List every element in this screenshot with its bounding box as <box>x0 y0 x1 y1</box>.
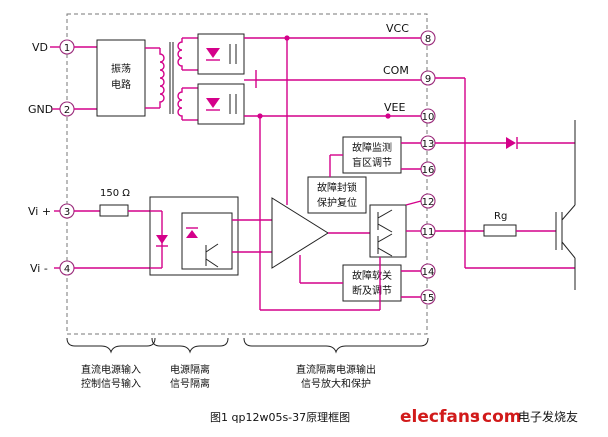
pin-label: GND <box>28 103 53 116</box>
pin-14: 14 <box>420 263 436 279</box>
pin-16: 16 <box>420 161 436 177</box>
transformer-icon <box>145 37 198 121</box>
pin-number: 4 <box>64 264 70 275</box>
pin-number: 16 <box>422 165 435 176</box>
pin-vi-minus: Vi - 4 <box>30 260 75 276</box>
group-2-line1: 电源隔离 <box>170 363 210 376</box>
soft-off-block: 故障软关 断及调节 <box>299 255 421 302</box>
pin-13: 13 <box>420 135 436 151</box>
elecfans-logo: elecfans · com 电子发烧友 <box>400 407 578 427</box>
group-labels: 直流电源输入 控制信号输入 电源隔离 信号隔离 直流隔离电源输出 信号放大和保护 <box>81 363 376 390</box>
left-pins: VD 1 GND 2 Vi + 3 Vi - 4 <box>28 39 75 276</box>
pin-circle <box>420 108 436 124</box>
external-circuit: Rg <box>435 77 576 290</box>
group-braces <box>66 337 429 354</box>
fault-detect-block: 故障监测 盲区调节 <box>342 136 421 174</box>
soft-off-line2: 断及调节 <box>352 284 392 297</box>
pin-number: 11 <box>422 227 435 238</box>
group-1-line2: 控制信号输入 <box>81 377 141 390</box>
gate-resistor-label: Rg <box>494 211 507 222</box>
pin-number: 3 <box>64 207 70 218</box>
rectifier-top <box>197 33 245 75</box>
group-3-line2: 信号放大和保护 <box>301 377 371 390</box>
pin-circle <box>420 30 436 46</box>
pin-number: 2 <box>64 105 70 116</box>
pin-label: COM <box>383 64 409 77</box>
output-stage <box>260 200 422 311</box>
fault-lock-line2: 保护复位 <box>317 196 357 209</box>
pin-com: COM 9 <box>383 64 436 86</box>
pin-vd: VD 1 <box>32 39 75 55</box>
rectifier-bottom <box>197 83 245 125</box>
pin-number: 15 <box>422 293 435 304</box>
fault-detect-line1: 故障监测 <box>352 141 392 154</box>
oscillator-block: 振荡 电路 <box>74 39 146 117</box>
pin-vcc: VCC 8 <box>386 22 436 46</box>
pin-label: VEE <box>384 101 405 114</box>
pin-number: 9 <box>425 74 431 85</box>
pin-number: 14 <box>422 267 435 278</box>
oscillator-line1: 振荡 <box>111 62 131 75</box>
pin-vi-plus: Vi + 3 <box>28 203 75 219</box>
pin-number: 13 <box>422 139 435 150</box>
group-3-line1: 直流隔离电源输出 <box>296 363 376 376</box>
group-1-line1: 直流电源输入 <box>81 363 141 376</box>
logo-cn: 电子发烧友 <box>518 409 578 424</box>
right-pins: VCC 8 COM 9 VEE 10 13 16 12 11 <box>383 22 436 305</box>
pin-number: 12 <box>422 197 435 208</box>
soft-off-line1: 故障软关 <box>352 269 392 282</box>
pin-12: 12 <box>420 193 436 209</box>
pin-label: VCC <box>386 22 409 35</box>
photodiode-icon <box>186 230 198 238</box>
power-rails <box>244 35 421 310</box>
input-resistor-label: 150 Ω <box>100 188 130 199</box>
group-2-line2: 信号隔离 <box>170 377 210 390</box>
fault-detect-line2: 盲区调节 <box>352 156 392 169</box>
pin-label: Vi - <box>30 262 48 275</box>
figure-caption: 图1 qp12w05s-37原理框图 <box>210 411 350 424</box>
input-resistor <box>99 204 129 217</box>
oscillator-line2: 电路 <box>111 78 131 91</box>
pin-number: 8 <box>425 34 431 45</box>
logo-brand: elecfans <box>400 407 480 427</box>
pin-gnd: GND 2 <box>28 101 75 117</box>
gate-resistor <box>483 224 517 237</box>
fault-lock-block: 故障封锁 保护复位 <box>307 154 367 214</box>
logo-suffix: com <box>482 407 521 427</box>
fault-lock-line1: 故障封锁 <box>317 181 357 194</box>
input-stage: 150 Ω <box>74 188 272 276</box>
diode-icon <box>506 137 516 149</box>
pin-label: Vi + <box>28 205 51 218</box>
pin-label: VD <box>32 41 48 54</box>
amplifier <box>271 197 370 269</box>
pin-vee: VEE 10 <box>384 101 436 124</box>
logo-dot: · <box>474 407 480 427</box>
pin-number: 1 <box>64 43 70 54</box>
pin-15: 15 <box>420 289 436 305</box>
led-icon <box>156 235 168 244</box>
pin-11: 11 <box>420 223 436 239</box>
pin-number: 10 <box>422 112 435 123</box>
